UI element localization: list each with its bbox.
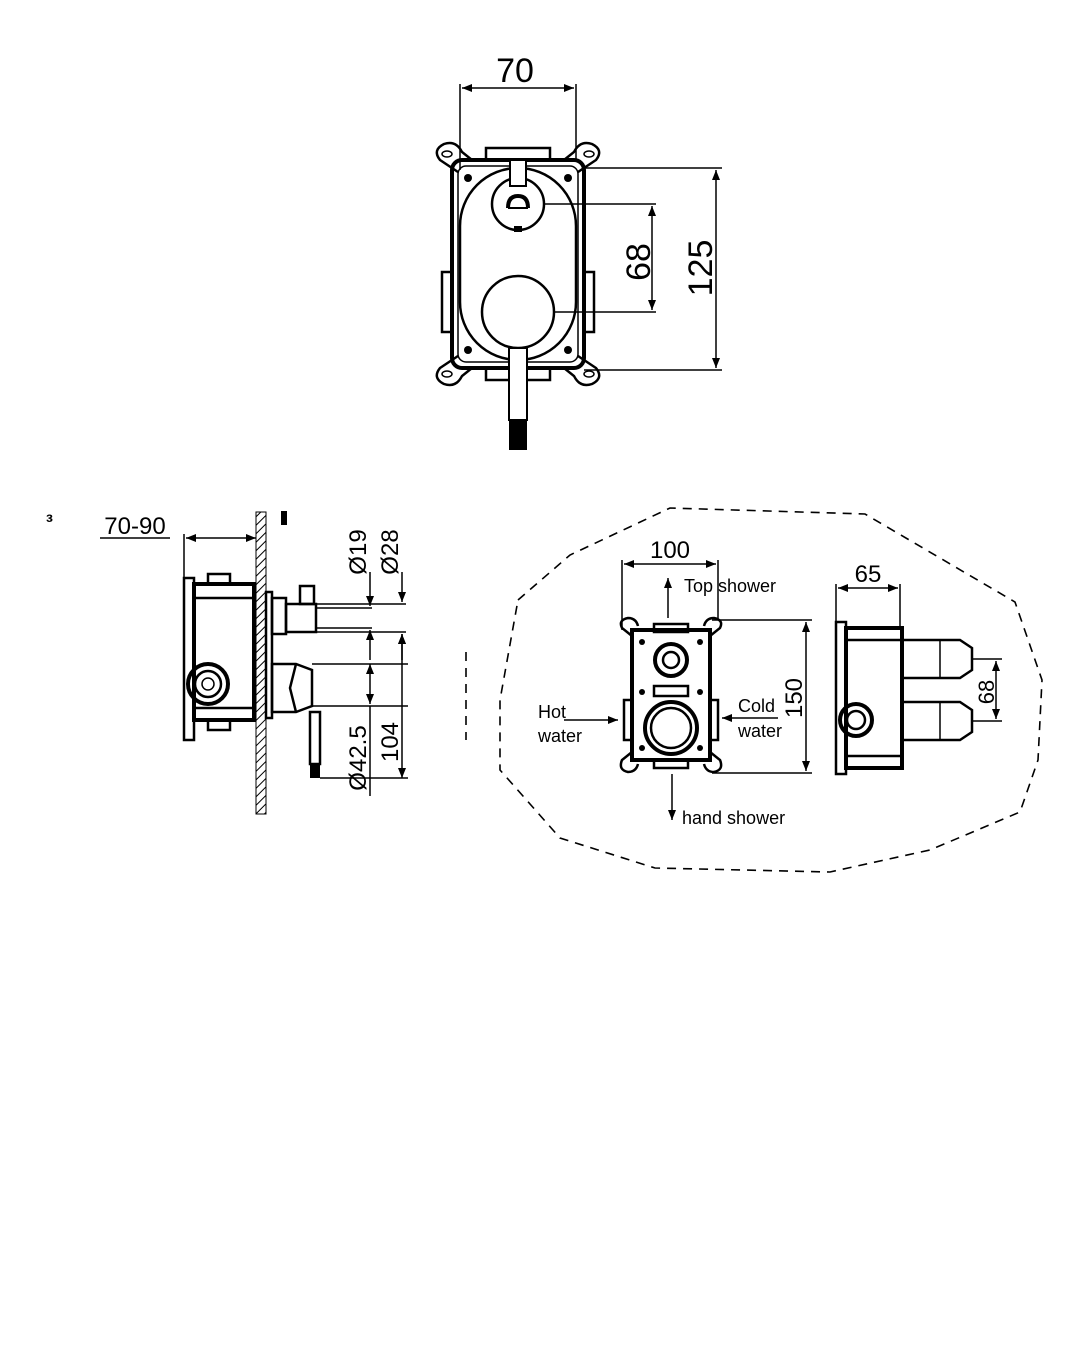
box-side-axis-dim: 68 bbox=[974, 680, 999, 704]
cold-water-label-1: Cold bbox=[738, 696, 775, 716]
handle-tip bbox=[509, 420, 527, 450]
side-dia-28: Ø28 bbox=[377, 529, 404, 574]
cold-water-label-2: water bbox=[737, 721, 782, 741]
wall-section bbox=[255, 511, 267, 815]
box-front-view: 100 Top shower ha bbox=[537, 537, 812, 828]
side-dia-42-5: Ø42.5 bbox=[345, 725, 372, 790]
side-note-mark: з bbox=[46, 509, 53, 525]
box-height-dim: 150 bbox=[781, 678, 808, 718]
front-view: 70 68 bbox=[435, 52, 722, 450]
hand-shower-label: hand shower bbox=[682, 808, 785, 828]
side-view: з 70-90 Ø19 Ø28 bbox=[46, 509, 408, 815]
front-height-dim: 125 bbox=[682, 240, 720, 297]
box-detail: 100 Top shower ha bbox=[465, 507, 1043, 873]
front-axis-dim: 68 bbox=[620, 243, 658, 281]
hot-water-label-2: water bbox=[537, 726, 582, 746]
front-width-dim: 70 bbox=[496, 52, 534, 90]
box-side-view: 65 68 bbox=[834, 561, 1002, 776]
box-side-depth-dim: 65 bbox=[855, 561, 882, 588]
side-dia-19: Ø19 bbox=[345, 529, 372, 574]
hot-water-label-1: Hot bbox=[538, 702, 566, 722]
side-depth-dim: 70-90 bbox=[104, 513, 165, 540]
side-height-dim: 104 bbox=[377, 722, 404, 762]
top-shower-label: Top shower bbox=[684, 576, 776, 596]
box-width-dim: 100 bbox=[650, 537, 690, 564]
